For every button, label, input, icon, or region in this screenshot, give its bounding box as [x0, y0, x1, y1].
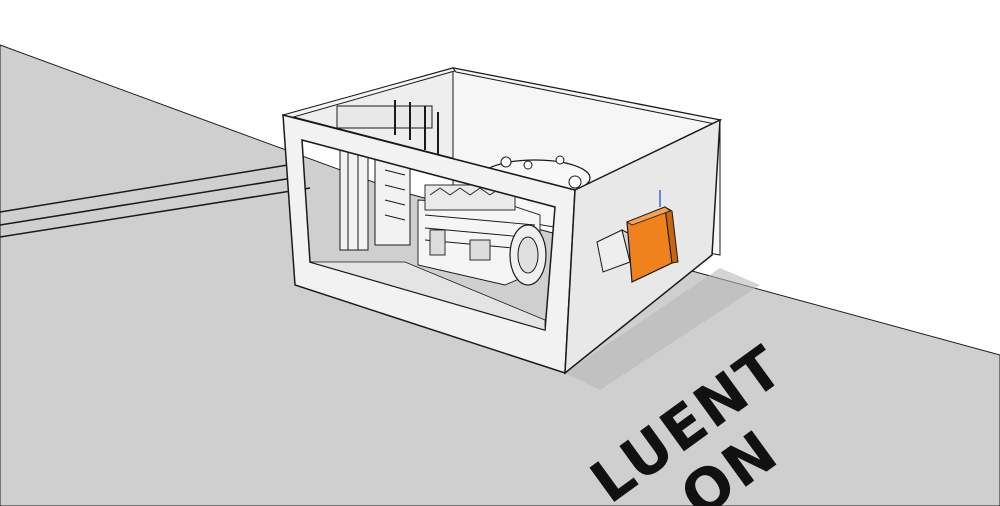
ground-lines [0, 162, 311, 238]
diesel-engine [417, 184, 541, 286]
enclosure-shadow [565, 268, 760, 390]
control-panel [626, 190, 679, 283]
tank-port-icon [568, 175, 582, 189]
tank-cap-icon-2 [523, 160, 533, 170]
alternator [509, 224, 547, 286]
tank-cap-icon [500, 156, 512, 168]
tank-cap-icon-3 [555, 155, 565, 165]
